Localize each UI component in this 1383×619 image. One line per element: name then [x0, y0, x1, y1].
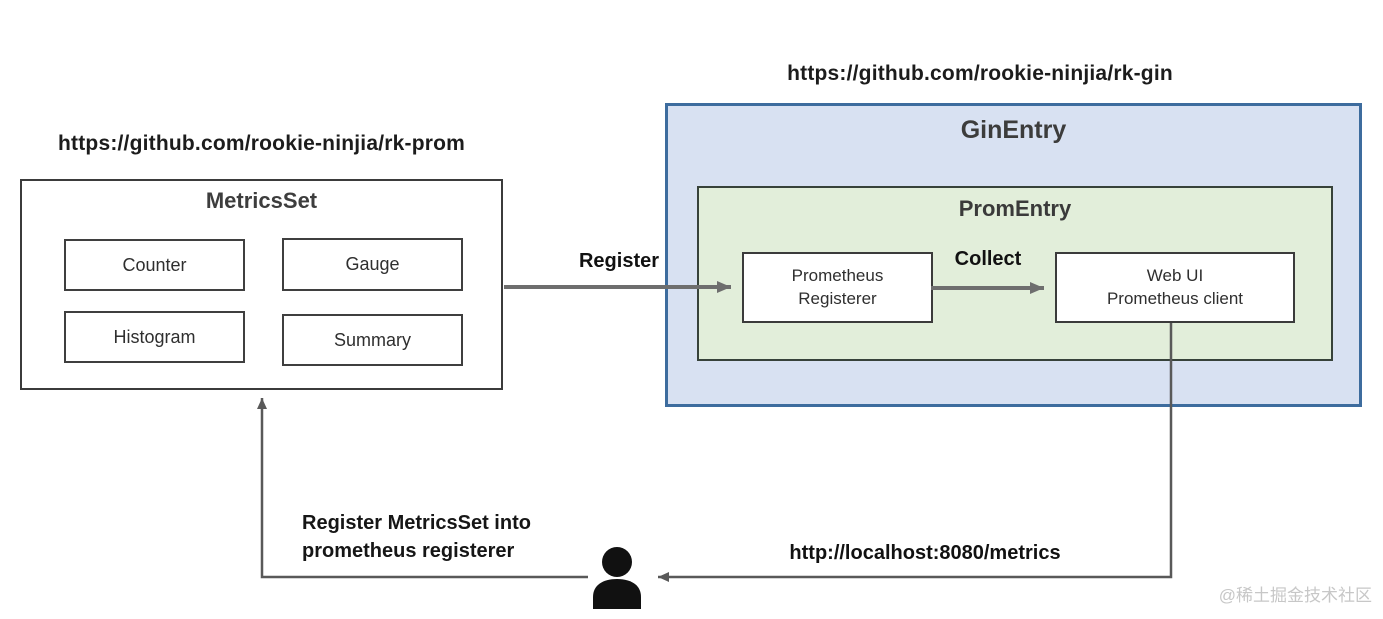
metricsset-title: MetricsSet	[205, 188, 318, 213]
metric-counter-box: Counter	[64, 239, 245, 291]
rk-gin-url-caption: https://github.com/rookie-ninjia/rk-gin	[787, 62, 1173, 85]
ginentry-title: GinEntry	[960, 116, 1067, 144]
metric-summary-box: Summary	[282, 314, 463, 366]
webui-prometheus-client-box: Web UI Prometheus client	[1055, 252, 1295, 323]
metricsset-box: MetricsSet Counter Gauge Histogram Summa…	[20, 179, 503, 390]
rk-prom-url-caption: https://github.com/rookie-ninjia/rk-prom	[58, 132, 465, 155]
prometheus-registerer-box: Prometheus Registerer	[742, 252, 933, 323]
register-flow-label: Register	[578, 250, 660, 272]
collect-flow-label: Collect	[954, 248, 1022, 270]
metric-histogram-box: Histogram	[64, 311, 245, 363]
watermark: @稀土掘金技术社区	[1218, 586, 1372, 605]
person-icon	[593, 547, 641, 609]
metric-gauge-box: Gauge	[282, 238, 463, 291]
register-into-annotation: Register MetricsSet into prometheus regi…	[302, 512, 531, 562]
promentry-box: PromEntry Prometheus Registerer Web UI P…	[697, 186, 1333, 361]
promentry-title: PromEntry	[958, 196, 1072, 221]
metrics-url-label: http://localhost:8080/metrics	[789, 542, 1061, 564]
